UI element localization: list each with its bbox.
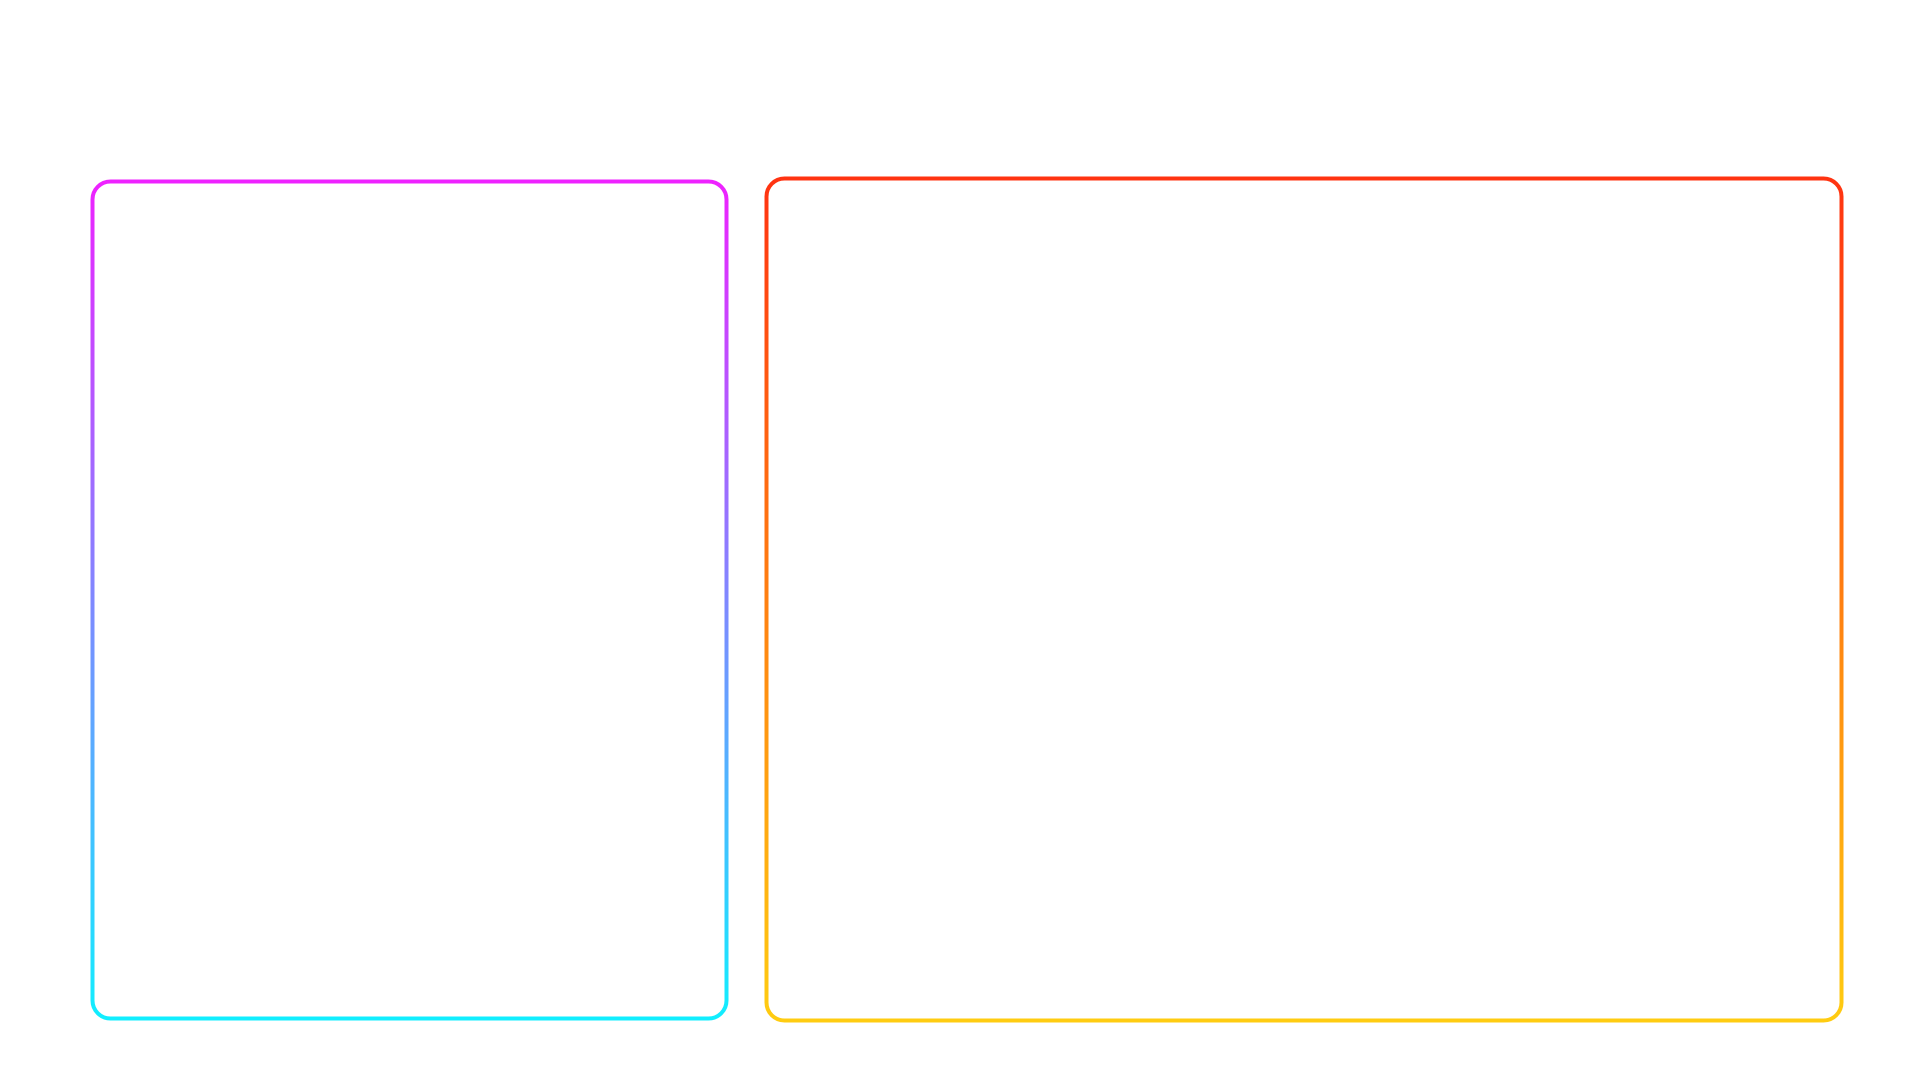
frame-left-outline (90, 179, 729, 1021)
gradient-frame-panel-right (764, 176, 1844, 1023)
gradient-frame-panel-left (90, 179, 729, 1021)
gradient-frame-right-border (764, 176, 1844, 1023)
gradient-frame-left-border (90, 179, 729, 1021)
frame-right-outline (764, 176, 1844, 1023)
